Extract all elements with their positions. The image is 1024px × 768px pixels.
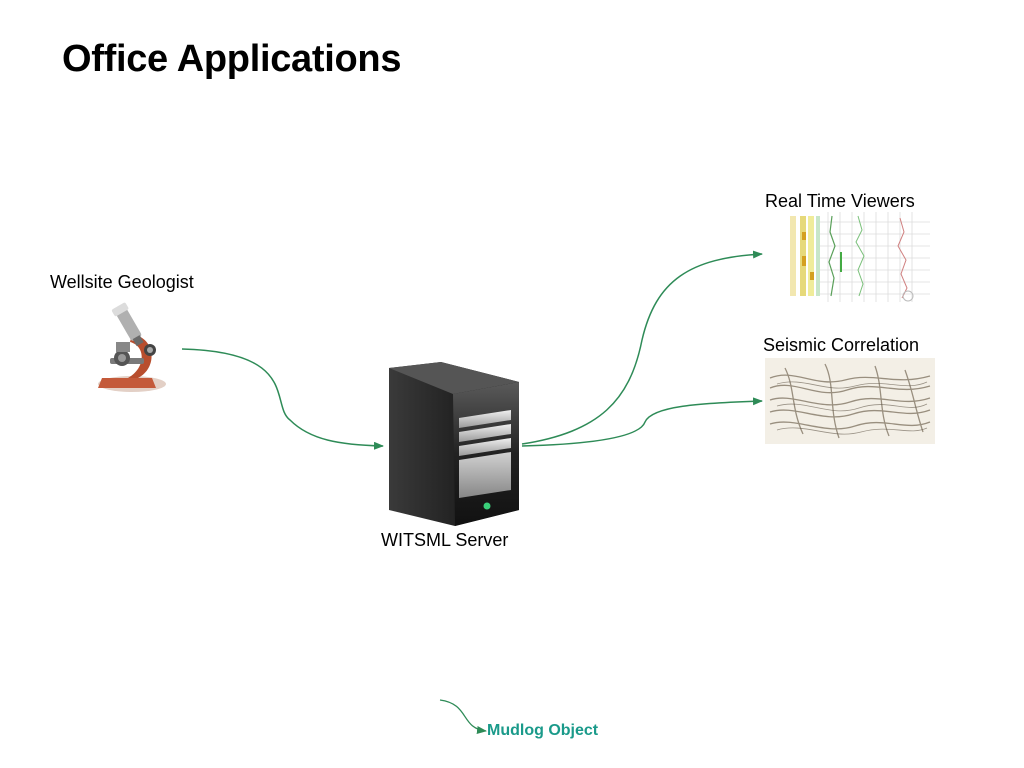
real-time-viewers-label: Real Time Viewers bbox=[765, 191, 915, 211]
seismic-image bbox=[765, 358, 935, 444]
arrow-geologist-to-server bbox=[181, 348, 384, 450]
seismic-correlation-label: Seismic Correlation bbox=[763, 335, 920, 355]
page-title: Office Applications bbox=[62, 38, 402, 80]
microscope-icon bbox=[92, 298, 174, 394]
arrow-server-to-realtime-viewers bbox=[521, 250, 763, 445]
wellsite-geologist-label: Wellsite Geologist bbox=[50, 272, 194, 292]
log-viewer-image bbox=[780, 212, 934, 314]
witsml-server-label: WITSML Server bbox=[381, 530, 509, 550]
legend-arrow bbox=[439, 699, 487, 734]
server-tower-icon bbox=[385, 360, 521, 528]
arrow-server-to-seismic bbox=[521, 397, 763, 447]
legend-mudlog-object-label: Mudlog Object bbox=[487, 722, 599, 739]
